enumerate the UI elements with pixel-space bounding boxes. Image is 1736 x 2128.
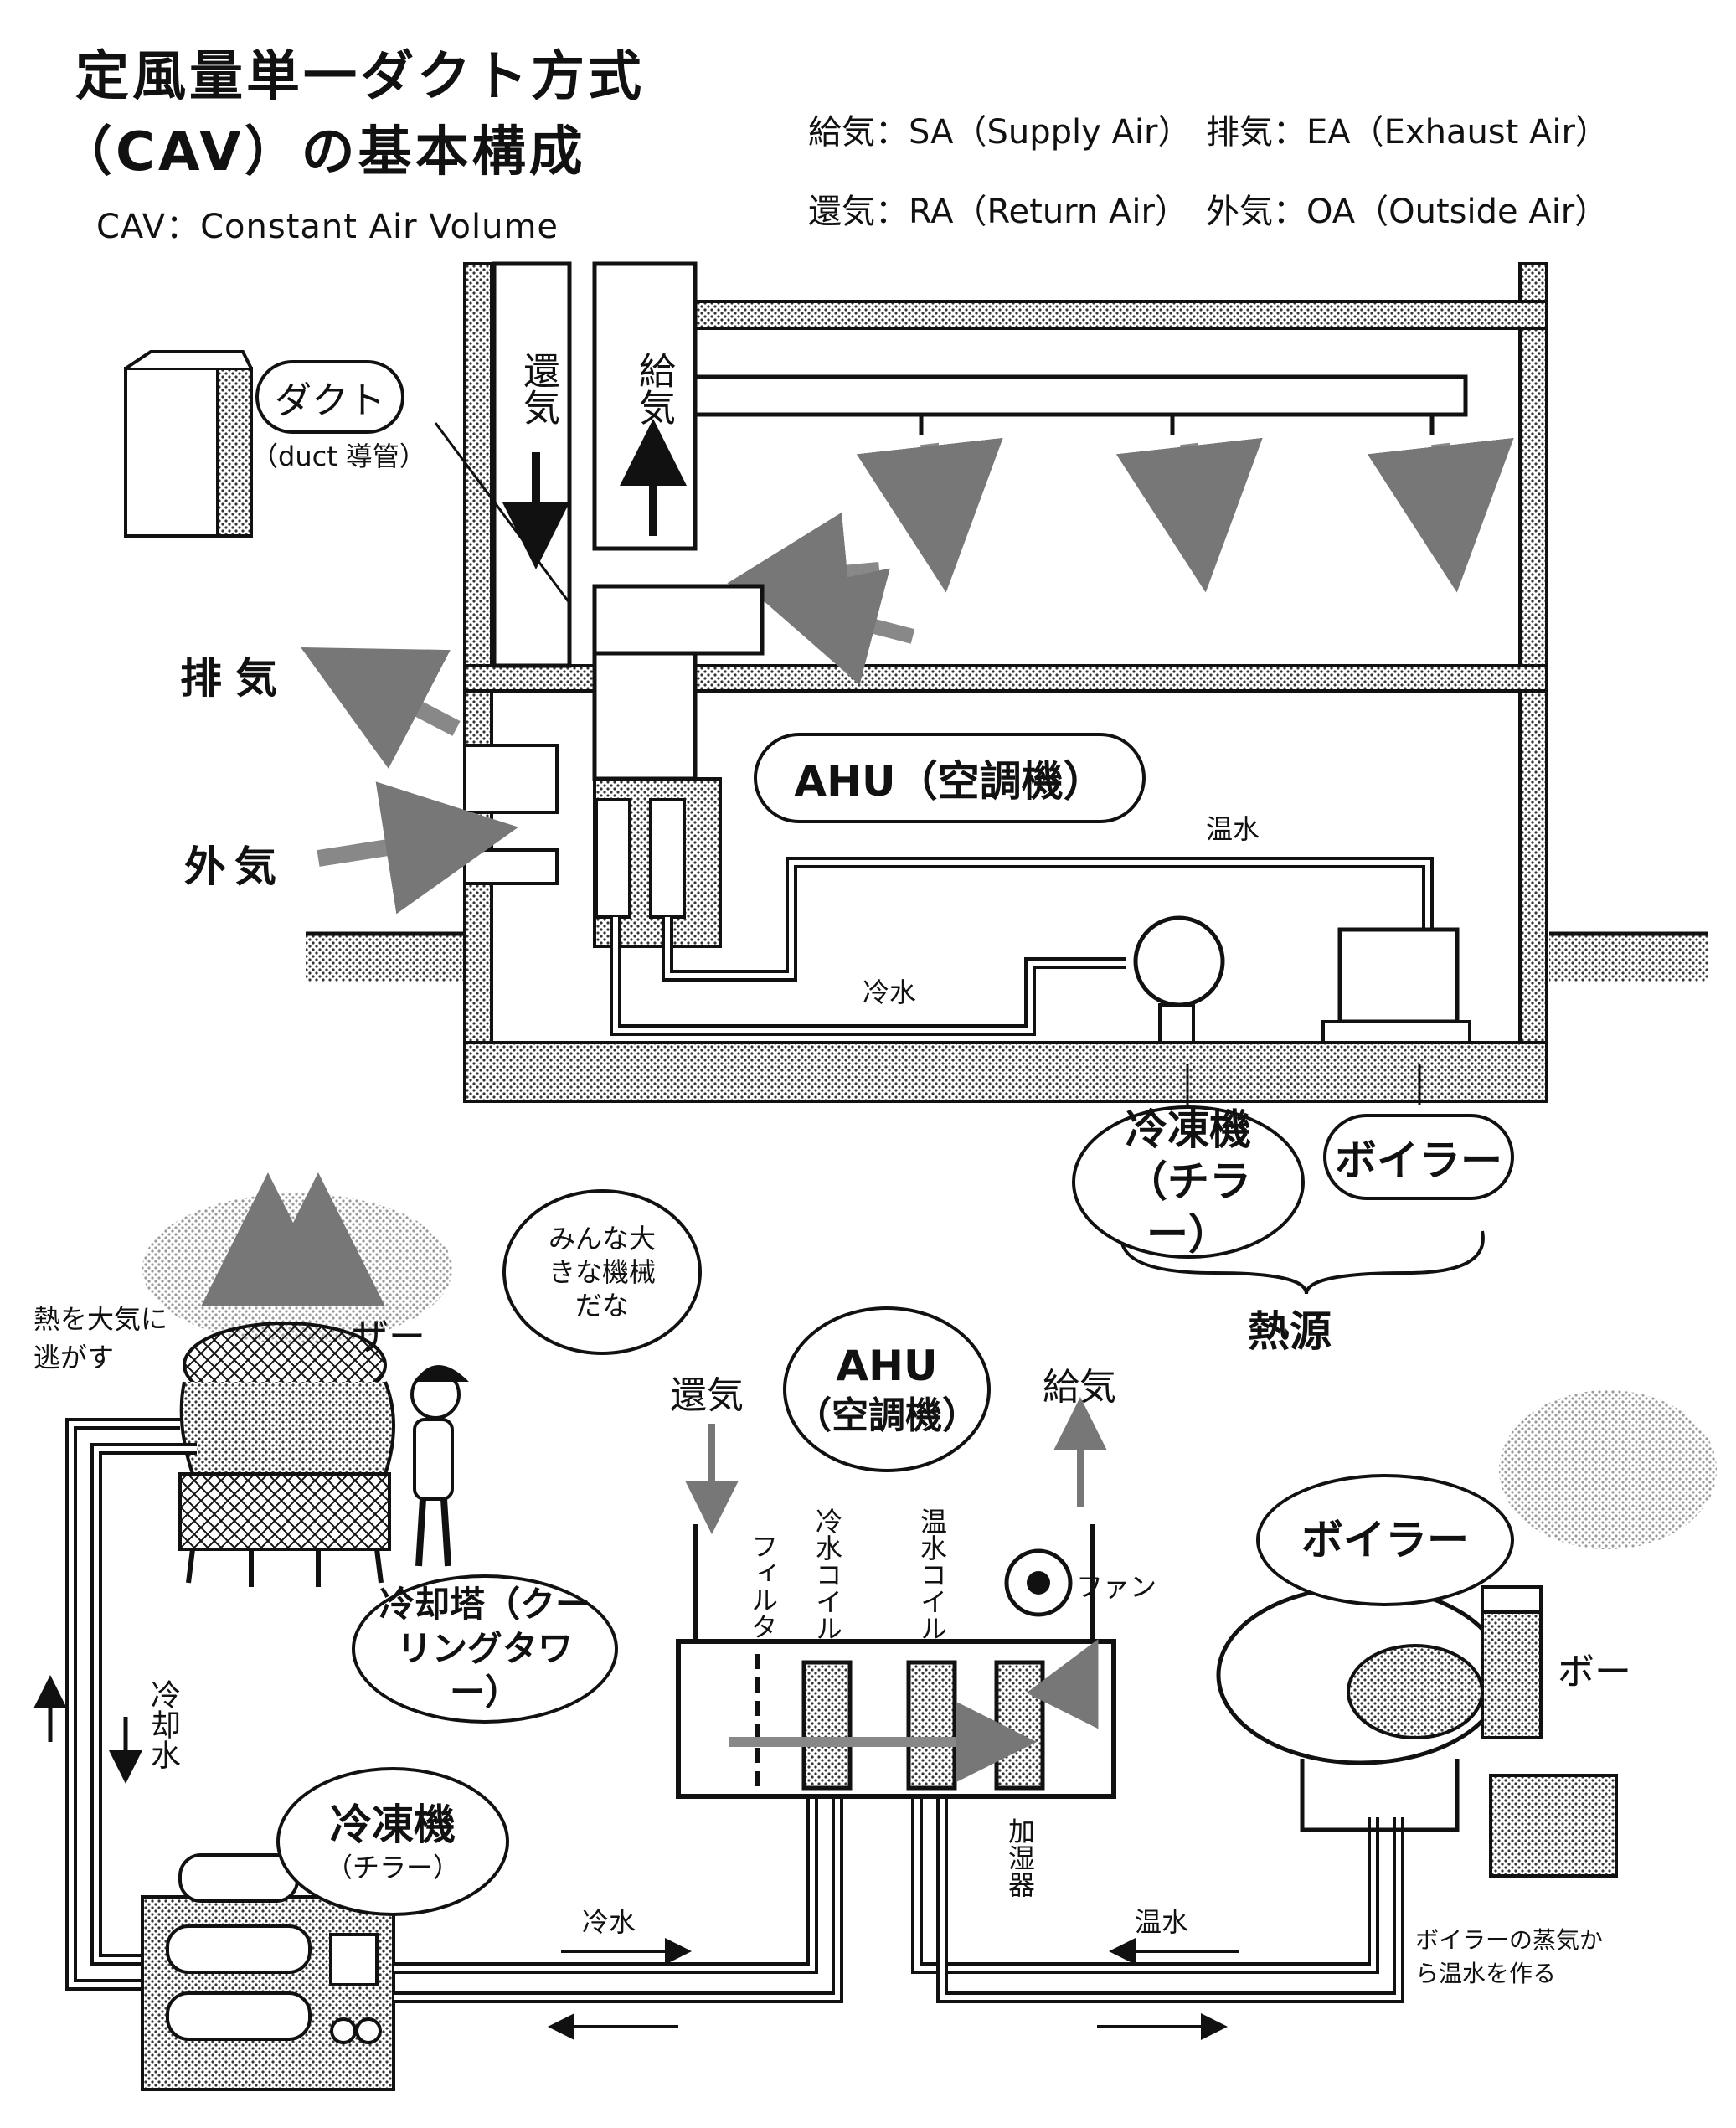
return-grille [592,584,765,656]
boiler-burner [1489,1774,1618,1878]
chiller-label-text: 冷凍機（チラー） [1126,1105,1251,1259]
humidifier-box [994,1660,1045,1791]
page-title: 定風量単一ダクト方式 [75,46,645,108]
basement-floor [463,1041,1548,1103]
legend-outside-air: 外気：OA（Outside Air） [1206,193,1609,231]
cooling-tower-label: 冷却塔（クーリングタワー） [352,1574,618,1724]
ahu-bubble: AHU （空調機） [783,1306,991,1472]
return-shaft-label: 還気 [517,352,559,425]
filter-label: フィルタ [747,1533,779,1640]
ground-right [1549,934,1708,982]
chiller-bubble: 冷凍機 （チラー） [276,1767,509,1916]
boiler-steam [1499,1390,1717,1549]
chilled-water-label: 冷水 [863,976,917,1008]
ahu-return-air-label: 還気 [670,1374,744,1417]
chiller-bubble-title: 冷凍機 [330,1800,456,1849]
chiller-unit [1133,915,1225,1007]
supply-shaft [592,261,698,551]
exhaust-label: 排気 [180,654,291,703]
cooling-water-label: 冷却水 [146,1679,180,1770]
cold-coil [801,1660,853,1791]
duct-note: （duct 導管） [251,441,426,472]
supply-shaft-label: 給気 [632,352,675,425]
right-wall-lower [1518,681,1548,1103]
exhaust-opening [463,744,559,814]
right-wall-upper [1518,262,1548,684]
ahu-bubble-title: AHU [836,1342,938,1391]
duct-label: ダクト [255,360,404,434]
hot-coil-label: 温水コイル [916,1507,948,1641]
legend-return-air: 還気：RA（Return Air） [808,193,1188,231]
fan-label: ファン [1076,1571,1157,1603]
outside-air-label: 外気 [184,842,285,891]
ahu-label: AHU（空調機） [754,733,1146,823]
slab-upper [693,300,1548,330]
hot-water-label: 温水 [1206,813,1260,845]
boiler-unit [1337,927,1460,1024]
supply-duct [693,374,1468,417]
chiller-bubble-sub: （チラー） [325,1852,460,1884]
ahu-bubble-sub: （空調機） [795,1394,979,1437]
boo-sound: ボー [1558,1651,1631,1693]
boiler-bubble: ボイラー [1256,1474,1514,1606]
ahu-coil-2 [649,798,686,919]
hot-coil [906,1660,957,1791]
legend-exhaust-air: 排気：EA（Exhaust Air） [1206,113,1609,152]
boiler-label: ボイラー [1323,1114,1514,1200]
heat-source-label: 熱源 [1248,1307,1332,1356]
ground-left [306,934,465,982]
cav-definition: CAV：Constant Air Volume [96,208,559,246]
legend-supply-air: 給気：SA（Supply Air） [808,113,1192,152]
page-title-line2: （CAV）の基本構成 [59,121,586,183]
chilled-water-bottom-label: 冷水 [582,1906,636,1938]
zaa-sound: ザー [352,1316,425,1358]
boiler-note: ボイラーの蒸気から温水を作る [1415,1926,1604,1987]
cooling-tower-body [178,1472,391,1551]
chiller-label: 冷凍機（チラー） [1072,1105,1305,1259]
ahu-supply-air-label: 給気 [1043,1366,1116,1409]
hot-water-bottom-label: 温水 [1135,1906,1189,1938]
person-body [413,1418,454,1501]
speech-text: みんな大きな機械だな [548,1223,656,1322]
ahu-coil-1 [595,798,631,919]
cold-coil-label: 冷水コイル [811,1507,843,1641]
release-heat-label: 熱を大気に逃がす [33,1303,168,1373]
outside-air-opening [463,848,559,885]
duct-illustration [124,367,219,538]
cooling-tower-label-text: 冷却塔（クーリングタワー） [379,1584,590,1713]
speech-bubble: みんな大きな機械だな [502,1189,702,1355]
humidifier-label: 加湿器 [1004,1817,1036,1898]
